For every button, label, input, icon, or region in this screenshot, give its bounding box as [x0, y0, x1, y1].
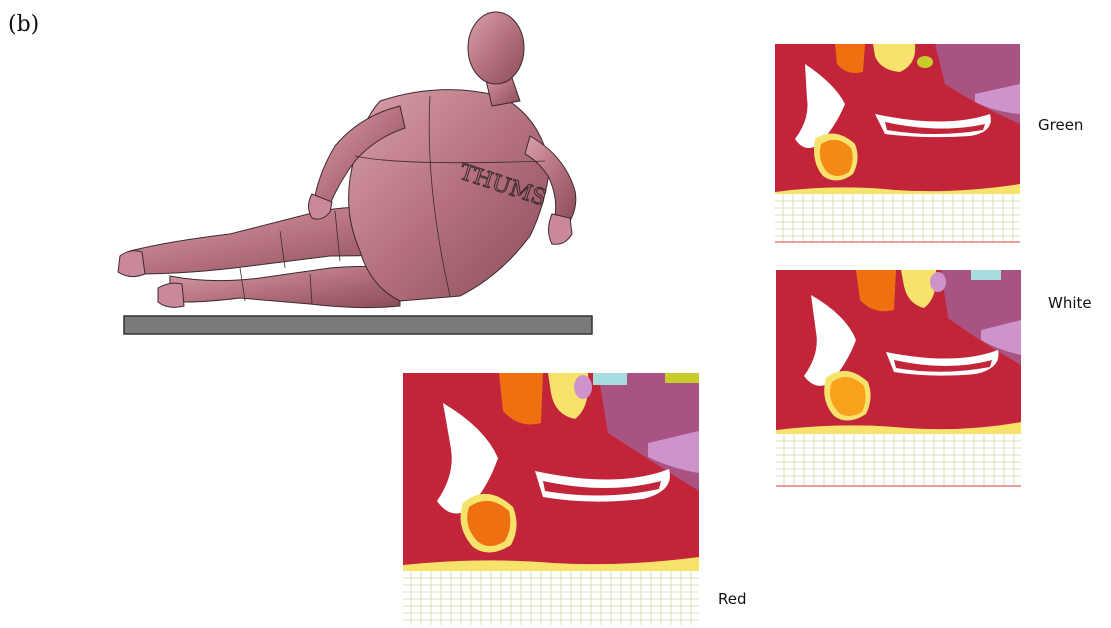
section-label-green: Green: [1038, 116, 1083, 134]
foot: [158, 283, 184, 307]
lower-leg: [170, 267, 400, 308]
cross-section-white-svg: [776, 270, 1021, 488]
cross-section-green-svg: [775, 44, 1020, 244]
support-plate: [124, 316, 592, 334]
section-label-red: Red: [718, 590, 747, 608]
human-body-model: THUMS: [100, 6, 610, 346]
cross-section-white: [776, 270, 1021, 488]
foot: [118, 251, 145, 277]
head: [468, 12, 524, 84]
cross-section-green: [775, 44, 1020, 244]
cross-section-red: [403, 373, 699, 625]
panel-label: (b): [8, 12, 39, 37]
cross-section-red-svg: [403, 373, 699, 625]
section-label-white: White: [1048, 294, 1092, 312]
hand: [549, 214, 573, 244]
